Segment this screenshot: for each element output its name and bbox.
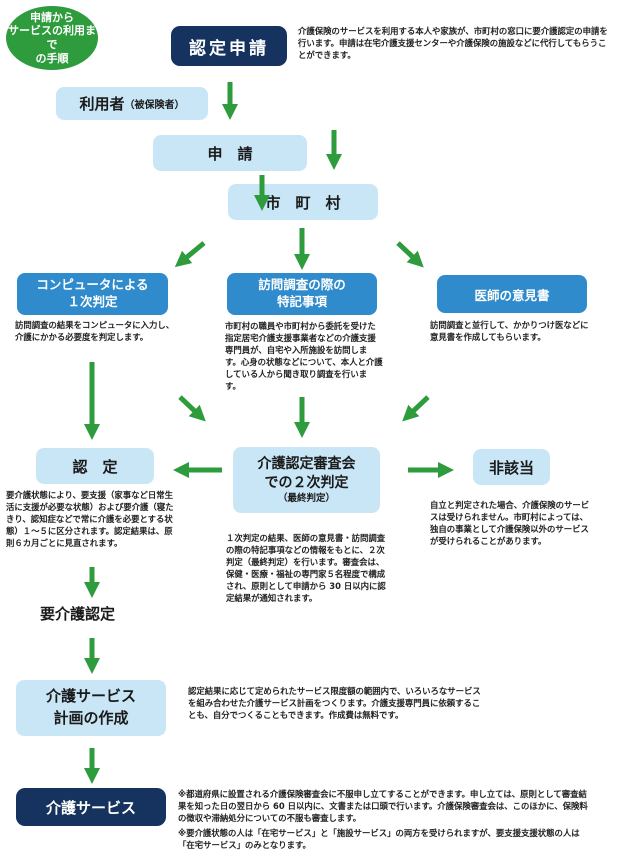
user-label: 利用者 (79, 95, 125, 113)
certified-box: 認 定 (36, 448, 154, 484)
arrow-city-to-right (396, 241, 424, 268)
review-board-title: 介護認定審査会 での２次判定 (257, 455, 356, 491)
arrow-city-to-left (174, 241, 206, 268)
title-box: 認定申請 (171, 26, 287, 66)
special-notes-text: 市町村の職員や市町村から委託を受けた指定居宅介護支援事業者などの介護支援専門員が… (225, 321, 383, 391)
city-box: 市 町 村 (228, 184, 378, 220)
user-sub-label: （被保険者） (124, 100, 185, 111)
process-badge: 申請から サービスの利用まで の手順 (6, 6, 98, 70)
apply-box: 申 請 (153, 135, 307, 171)
care-plan-text: 認定結果に応じて定められたサービス限度額の範囲内で、いろいろなサービスを組み合わ… (188, 686, 481, 720)
doctor-opinion-box: 医師の意見書 (437, 275, 587, 313)
arrow-left-diag (178, 395, 206, 422)
service-scope-note: ※要介護状態の人は「在宅サービス」と「施設サービス」の両方を受けられますが、要支… (178, 828, 580, 850)
user-box: 利用者 （被保険者） (56, 87, 208, 120)
intro-text: 介護保険のサービスを利用する本人や家族が、市町村の窓口に要介護認定の申請を行いま… (298, 26, 608, 60)
arrow-right-diag (402, 395, 430, 422)
special-notes-box: 訪問調査の際の 特記事項 (227, 273, 377, 315)
doctor-opinion-text: 訪問調査と並行して、かかりつけ医などに意見書を作成してもらいます。 (430, 320, 589, 342)
not-applicable-box: 非該当 (473, 449, 550, 485)
first-judgment-box: コンピュータによる １次判定 (17, 273, 168, 315)
not-applicable-text: 自立と判定された場合、介護保険のサービスは受けられません。市町村によっては、独自… (430, 500, 590, 546)
review-board-text: １次判定の結果、医師の意見書・訪問調査の際の特記事項などの情報をもとに、２次判定… (226, 533, 386, 603)
certified-text: 要介護状態により、要支援（家事など日常生活に支援が必要な状態）および要介護（寝た… (6, 490, 174, 548)
review-board-sub: （最終判定） (277, 493, 335, 505)
appeal-note: ※都道府県に設置される介護保険審査会に不服申し立てすることができます。申し立ては… (178, 789, 588, 823)
first-judgment-text: 訪問調査の結果をコンピュータに入力し、介護にかかる必要度を判定します。 (15, 320, 175, 342)
care-certification-label: 要介護認定 (40, 605, 116, 623)
care-plan-box: 介護サービス 計画の作成 (16, 680, 166, 736)
care-service-box: 介護サービス (16, 788, 166, 826)
review-board-box: 介護認定審査会 での２次判定 （最終判定） (233, 447, 380, 513)
